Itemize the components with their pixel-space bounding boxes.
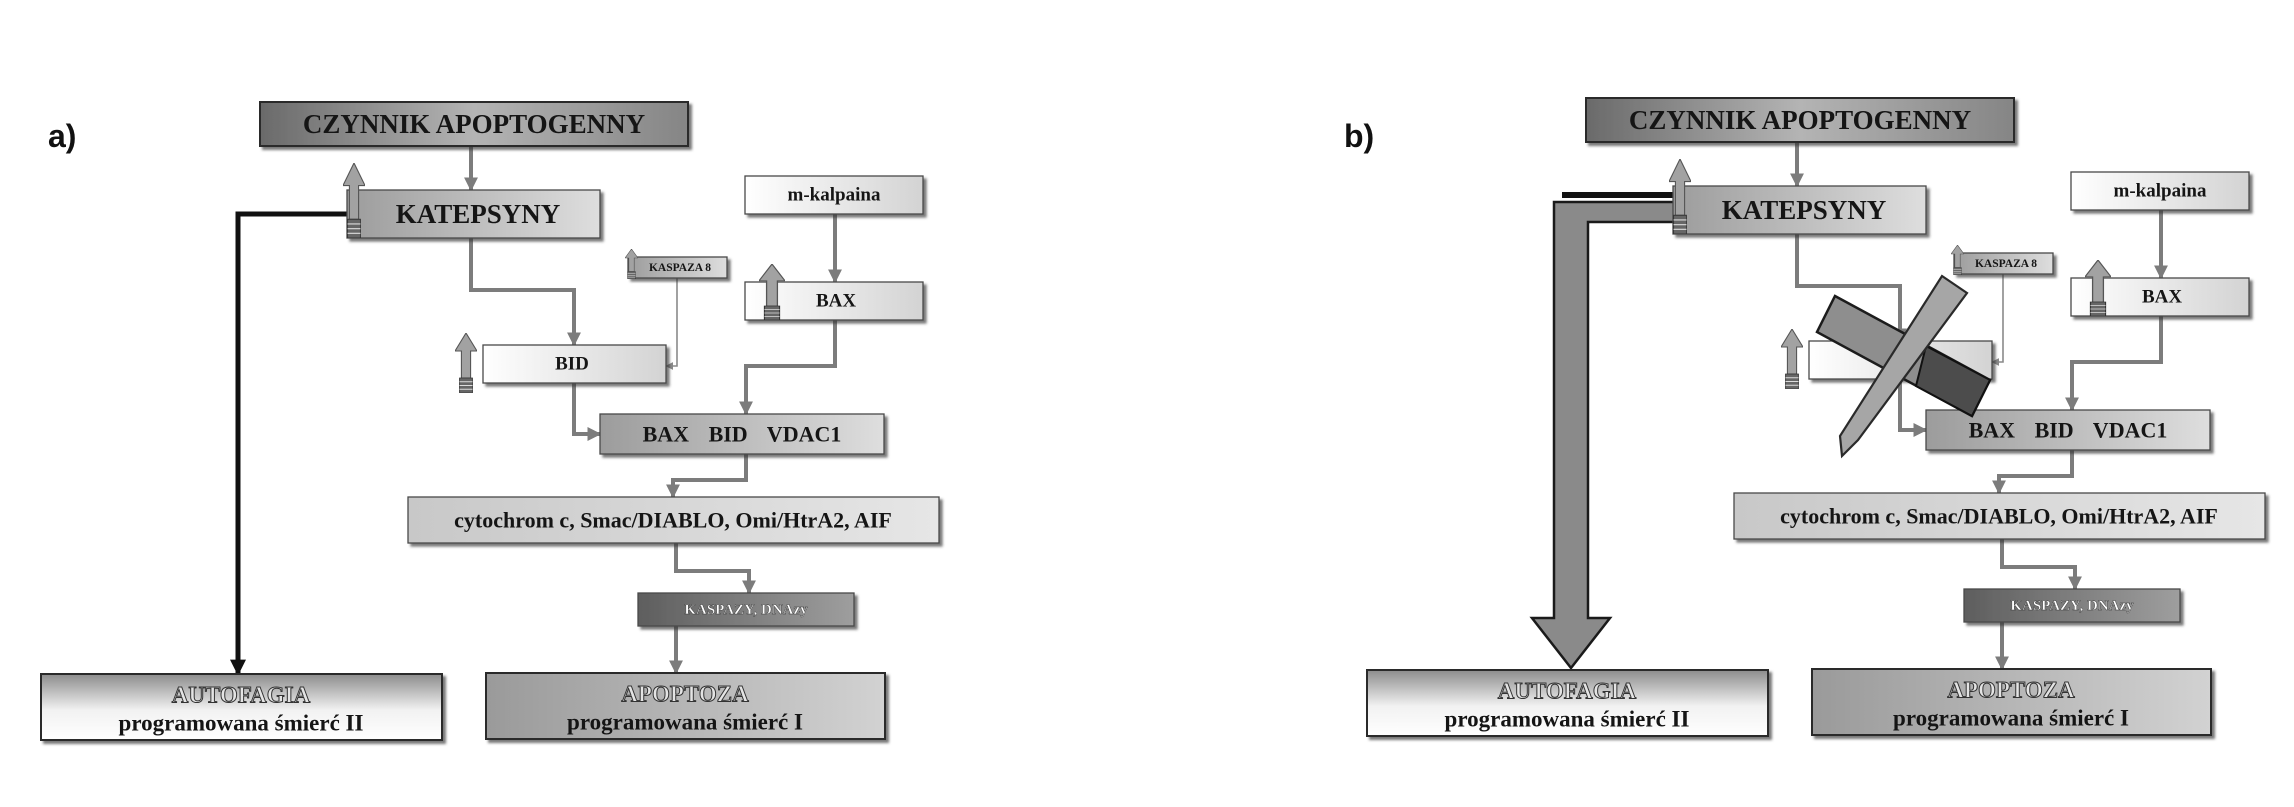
node-box xyxy=(1366,669,1769,737)
node-label: KASPAZY, DNAzy xyxy=(684,602,808,618)
node-bid: BID xyxy=(482,344,667,384)
connector-cytochrom-kaspazy xyxy=(2000,539,2082,591)
node-czynnik-apoptogenny: CZYNNIK APOPTOGENNY xyxy=(259,101,689,147)
node-m-kalpaina: m-kalpaina xyxy=(744,175,924,215)
node-title: APOPTOZA xyxy=(621,682,749,707)
node-label: BAX xyxy=(2142,287,2182,308)
node-box xyxy=(259,101,689,147)
node-box xyxy=(346,189,601,239)
node-label: m-kalpaina xyxy=(788,185,881,206)
node-bax-bid-vdac1: BAX BID VDAC1 xyxy=(1925,409,2211,451)
node-label: KASPAZA 8 xyxy=(649,262,711,274)
connector-bid-vdac1 xyxy=(1898,379,1928,437)
node-box xyxy=(407,496,940,544)
up-arrow-icon xyxy=(1781,329,1803,389)
node-subtitle: programowana śmierć I xyxy=(1893,706,2129,731)
node-box xyxy=(1672,185,1927,235)
node-subtitle: programowana śmierć I xyxy=(567,710,803,735)
node-box xyxy=(599,413,885,455)
node-cytochrom: cytochrom c, Smac/DIABLO, Omi/HtrA2, AIF xyxy=(1733,492,2266,540)
panel-label-a: a) xyxy=(48,118,76,154)
node-kaspaza-8: KASPAZA 8 xyxy=(1953,252,2054,275)
connector-kaspaza8-bid xyxy=(1991,274,2004,366)
node-box xyxy=(744,175,924,215)
node-box xyxy=(1733,492,2266,540)
node-katepsyny: KATEPSYNY xyxy=(346,189,601,239)
connector-vdac1-cytochrom xyxy=(1992,450,2074,495)
node-subtitle: programowana śmierć II xyxy=(1445,707,1690,732)
connector-bax-vdac1 xyxy=(2065,316,2163,412)
node-bax-bid-vdac1: BAX BID VDAC1 xyxy=(599,413,885,455)
node-subtitle: programowana śmierć II xyxy=(119,711,364,736)
node-kaspazy-dnazy: KASPAZY, DNAzy xyxy=(1963,588,2181,623)
autophagy-big-arrow xyxy=(1529,192,1680,671)
node-label: KATEPSYNY xyxy=(396,199,561,229)
node-label: cytochrom c, Smac/DIABLO, Omi/HtrA2, AIF xyxy=(454,508,892,533)
connector-bid-vdac1 xyxy=(572,383,602,441)
connector-bax-vdac1 xyxy=(739,320,837,416)
node-autofagia: AUTOFAGIA programowana śmierć II xyxy=(1366,669,1769,737)
node-m-kalpaina: m-kalpaina xyxy=(2070,171,2250,211)
node-czynnik-apoptogenny: CZYNNIK APOPTOGENNY xyxy=(1585,97,2015,143)
panel-a: a) CZYNNIK APOPTOGENNY KATEPSYNY m-kalpa… xyxy=(40,101,940,741)
panel-b: CZYNNIK APOPTOGENNY KATEPSYNY m-kalpaina… xyxy=(1366,97,2266,737)
node-box xyxy=(1585,97,2015,143)
node-title: APOPTOZA xyxy=(1947,678,2075,703)
node-label: BAX BID VDAC1 xyxy=(643,422,842,447)
connector-vdac1-cytochrom xyxy=(666,454,748,499)
big-arrow-shape xyxy=(1529,200,1680,671)
node-box xyxy=(485,672,886,740)
node-apoptoza: APOPTOZA programowana śmierć I xyxy=(485,672,886,740)
node-apoptoza: APOPTOZA programowana śmierć I xyxy=(1811,668,2212,736)
connector-kaspaza8-bid xyxy=(665,278,678,370)
node-label: m-kalpaina xyxy=(2114,181,2207,202)
node-label: BAX BID VDAC1 xyxy=(1969,418,2168,443)
node-box xyxy=(40,673,443,741)
node-box xyxy=(1953,252,2054,275)
node-label: KATEPSYNY xyxy=(1722,195,1887,225)
node-box xyxy=(637,592,855,627)
up-arrow-icon xyxy=(455,333,477,393)
node-katepsyny: KATEPSYNY xyxy=(1672,185,1927,235)
node-label: BID xyxy=(555,354,589,375)
node-kaspazy-dnazy: KASPAZY, DNAzy xyxy=(637,592,855,627)
node-label: KASPAZY, DNAzy xyxy=(2010,598,2134,614)
connector-katepsyny-bid xyxy=(1795,234,1907,343)
panel-label-b: b) xyxy=(1344,118,1374,154)
node-box xyxy=(482,344,667,384)
cross-mark-icon xyxy=(1815,274,1992,459)
node-label: BAX xyxy=(816,291,856,312)
node-title: AUTOFAGIA xyxy=(1498,679,1637,704)
cross-bar-front xyxy=(1838,274,1969,459)
connector-cytochrom-kaspazy xyxy=(674,543,756,595)
node-autofagia: AUTOFAGIA programowana śmierć II xyxy=(40,673,443,741)
node-box xyxy=(1925,409,2211,451)
node-label: CZYNNIK APOPTOGENNY xyxy=(303,109,645,139)
node-kaspaza-8: KASPAZA 8 xyxy=(627,256,728,279)
node-label: cytochrom c, Smac/DIABLO, Omi/HtrA2, AIF xyxy=(1780,504,2218,529)
node-title: AUTOFAGIA xyxy=(172,683,311,708)
node-cytochrom: cytochrom c, Smac/DIABLO, Omi/HtrA2, AIF xyxy=(407,496,940,544)
connector-katepsyny-autofagia xyxy=(230,211,347,676)
node-label: KASPAZA 8 xyxy=(1975,258,2037,270)
cross-bar-back-shade xyxy=(1914,344,1992,418)
node-box xyxy=(1963,588,2181,623)
node-box xyxy=(2070,171,2250,211)
node-label: CZYNNIK APOPTOGENNY xyxy=(1629,105,1971,135)
node-box xyxy=(627,256,728,279)
connector-katepsyny-bid xyxy=(469,238,581,347)
node-box xyxy=(1811,668,2212,736)
